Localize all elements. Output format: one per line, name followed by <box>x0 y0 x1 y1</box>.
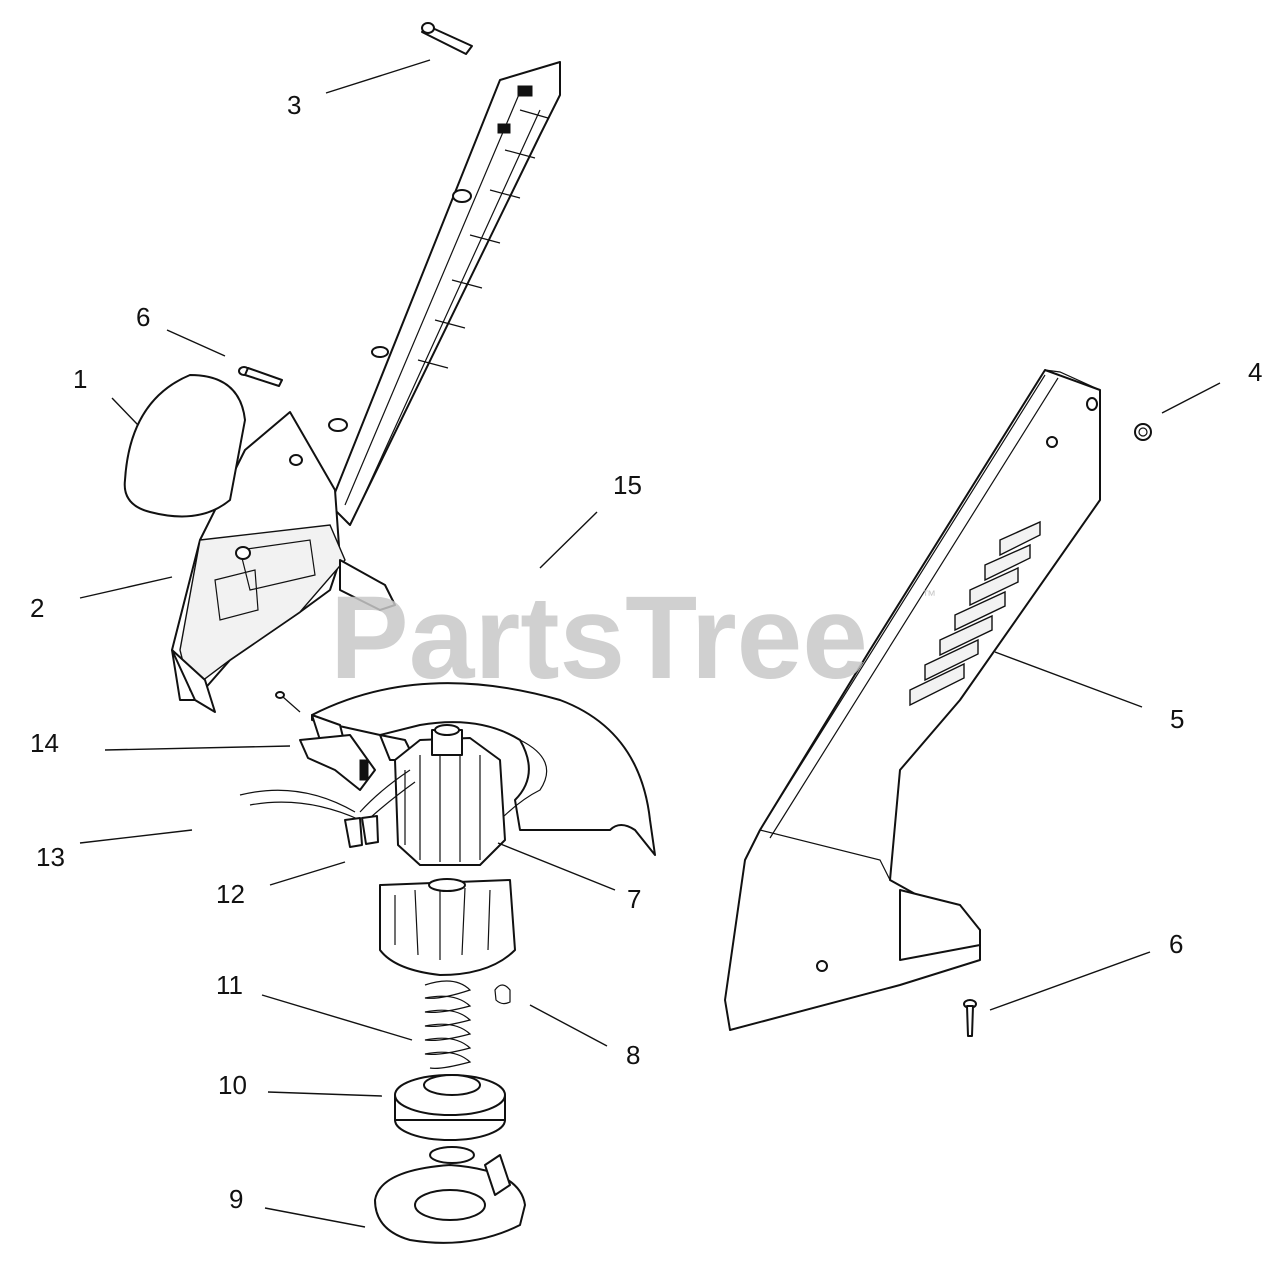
callout-13: 13 <box>36 842 65 872</box>
right-housing-part-5 <box>724 369 1101 1031</box>
screw-part-14 <box>275 691 301 713</box>
leader-13 <box>79 829 193 844</box>
leader-15 <box>539 511 598 569</box>
callout-6-left: 6 <box>136 302 150 332</box>
callout-3: 3 <box>287 90 301 120</box>
spool-part-10 <box>394 1074 506 1164</box>
leader-14 <box>104 745 291 751</box>
leader-2 <box>79 576 173 599</box>
leader-4 <box>1161 382 1221 414</box>
leader-7 <box>497 842 616 891</box>
callout-1: 1 <box>73 364 87 394</box>
callout-6-right: 6 <box>1169 929 1183 959</box>
callout-11: 11 <box>216 970 243 1000</box>
nut-part-4 <box>1134 423 1152 441</box>
spring-part-11 <box>424 980 472 1069</box>
screw-part-3 <box>421 22 473 55</box>
callout-12: 12 <box>216 879 245 909</box>
leader-11 <box>261 994 413 1041</box>
window-cover-part <box>123 374 246 518</box>
leader-10 <box>267 1091 383 1097</box>
leader-1 <box>111 397 139 426</box>
wire-nuts-part-12 <box>344 815 379 848</box>
clip-part-8 <box>494 984 511 1005</box>
leader-6b <box>989 951 1151 1011</box>
callout-8: 8 <box>626 1040 640 1070</box>
watermark-trademark: ™ <box>922 587 936 603</box>
leader-5 <box>994 651 1143 708</box>
motor-part-7 <box>394 724 506 866</box>
leader-3 <box>325 59 431 94</box>
callout-10: 10 <box>218 1070 247 1100</box>
callout-9: 9 <box>229 1184 243 1214</box>
callout-5: 5 <box>1170 704 1184 734</box>
spool-cap-part-9 <box>374 1154 526 1244</box>
callout-4: 4 <box>1248 357 1262 387</box>
watermark: PartsTree ™ <box>330 572 936 704</box>
left-housing-part <box>171 61 561 713</box>
callout-labels: 1 2 3 4 5 6 6 7 8 9 10 11 12 13 14 15 <box>30 90 1262 1214</box>
leader-lines <box>79 59 1221 1228</box>
switch-bracket <box>299 734 376 791</box>
screw-part-6-right <box>963 999 977 1037</box>
leader-9 <box>264 1207 366 1228</box>
wires-part-13 <box>239 769 416 821</box>
callout-7: 7 <box>627 884 641 914</box>
callout-15: 15 <box>613 470 642 500</box>
leader-8 <box>529 1004 608 1047</box>
screw-part-6-left <box>238 366 283 387</box>
callout-2: 2 <box>30 593 44 623</box>
callout-14: 14 <box>30 728 59 758</box>
leader-12 <box>269 861 346 886</box>
watermark-text: PartsTree <box>330 572 868 704</box>
motor-fan-part <box>379 878 516 976</box>
leader-6a <box>166 329 226 357</box>
